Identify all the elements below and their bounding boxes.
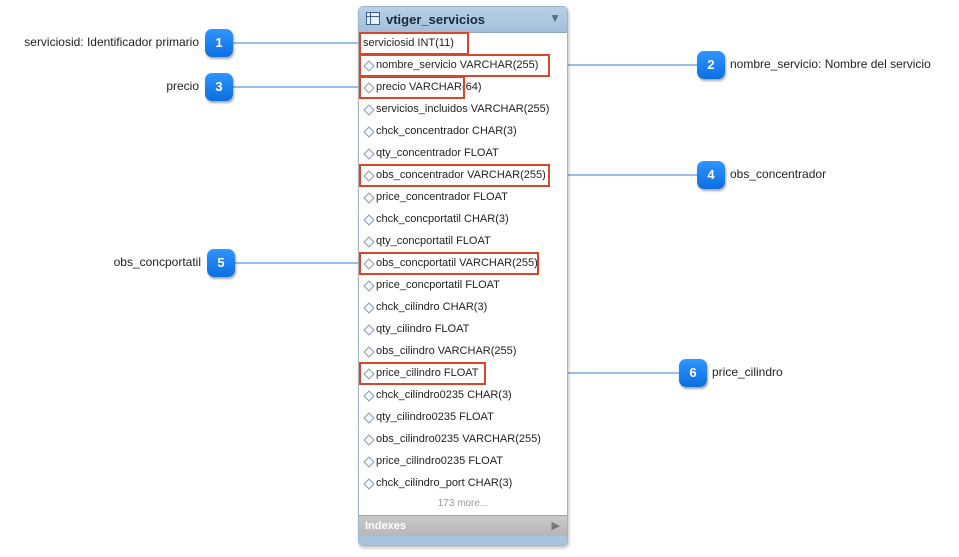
column-diamond-icon [363, 412, 375, 424]
highlight-box [359, 76, 465, 99]
highlight-box [359, 252, 539, 275]
column-diamond-icon [363, 236, 375, 248]
column-row[interactable]: nombre_servicio VARCHAR(255) [359, 55, 567, 77]
column-label: precio VARCHAR(64) [376, 81, 482, 93]
column-label: qty_concentrador FLOAT [376, 147, 499, 159]
callout-text: obs_concportatil [113, 255, 201, 269]
column-diamond-icon [363, 104, 375, 116]
column-row[interactable]: price_concportatil FLOAT [359, 275, 567, 297]
column-row[interactable]: price_cilindro0235 FLOAT [359, 451, 567, 473]
callout-number-badge: 2 [697, 51, 725, 79]
column-row[interactable]: servicios_incluidos VARCHAR(255) [359, 99, 567, 121]
column-diamond-icon [363, 324, 375, 336]
column-diamond-icon [363, 192, 375, 204]
column-row[interactable]: qty_concportatil FLOAT [359, 231, 567, 253]
callout-number-badge: 3 [205, 73, 233, 101]
column-row[interactable]: precio VARCHAR(64) [359, 77, 567, 99]
column-row[interactable]: obs_concportatil VARCHAR(255) [359, 253, 567, 275]
column-row[interactable]: chck_cilindro0235 CHAR(3) [359, 385, 567, 407]
column-label: price_concentrador FLOAT [376, 191, 508, 203]
table-header[interactable]: vtiger_servicios ▼ [359, 7, 567, 33]
callout-text: obs_concentrador [730, 167, 827, 181]
column-label: servicios_incluidos VARCHAR(255) [376, 103, 550, 115]
column-row[interactable]: obs_cilindro0235 VARCHAR(255) [359, 429, 567, 451]
column-row[interactable]: qty_cilindro0235 FLOAT [359, 407, 567, 429]
highlight-box [359, 32, 469, 55]
column-diamond-icon [363, 346, 375, 358]
column-diamond-icon [363, 148, 375, 160]
callout-number-badge: 5 [207, 249, 235, 277]
column-row[interactable]: obs_cilindro VARCHAR(255) [359, 341, 567, 363]
table-vtiger-servicios[interactable]: vtiger_servicios ▼ serviciosid INT(11) no… [358, 6, 568, 546]
column-label: qty_cilindro FLOAT [376, 323, 470, 335]
highlight-box [359, 54, 550, 77]
column-label: obs_cilindro0235 VARCHAR(255) [376, 433, 541, 445]
column-label: chck_cilindro_port CHAR(3) [376, 477, 513, 489]
column-diamond-icon [363, 456, 375, 468]
column-label: qty_concportatil FLOAT [376, 235, 491, 247]
column-row[interactable]: qty_concentrador FLOAT [359, 143, 567, 165]
column-row[interactable]: obs_concentrador VARCHAR(255) [359, 165, 567, 187]
column-label: chck_cilindro CHAR(3) [376, 301, 488, 313]
column-row[interactable]: qty_cilindro FLOAT [359, 319, 567, 341]
table-footer [359, 536, 567, 545]
column-label: price_cilindro0235 FLOAT [376, 455, 503, 467]
more-columns-label[interactable]: 173 more... [437, 498, 489, 509]
column-label: price_cilindro FLOAT [376, 367, 479, 379]
column-label: obs_concentrador VARCHAR(255) [376, 169, 546, 181]
column-label: obs_cilindro VARCHAR(255) [376, 345, 517, 357]
callout-text: price_cilindro [712, 365, 783, 379]
column-label: price_concportatil FLOAT [376, 279, 500, 291]
column-row[interactable]: chck_cilindro_port CHAR(3) [359, 473, 567, 495]
table-title: vtiger_servicios [386, 12, 486, 27]
column-diamond-icon [363, 390, 375, 402]
column-label: nombre_servicio VARCHAR(255) [376, 59, 539, 71]
column-label: serviciosid INT(11) [363, 37, 454, 49]
collapse-triangle-icon[interactable]: ▼ [549, 11, 561, 25]
column-label: obs_concportatil VARCHAR(255) [376, 257, 538, 269]
indexes-section[interactable]: Indexes ▶ [359, 515, 567, 537]
column-diamond-icon [363, 478, 375, 490]
callout-number-badge: 1 [205, 29, 233, 57]
table-icon [366, 12, 380, 25]
column-diamond-icon [363, 434, 375, 446]
indexes-label: Indexes [365, 520, 406, 532]
column-row[interactable]: chck_cilindro CHAR(3) [359, 297, 567, 319]
highlight-box [359, 164, 550, 187]
callout-text: serviciosid: Identificador primario [24, 35, 199, 49]
callout-number-badge: 4 [697, 161, 725, 189]
expand-triangle-icon[interactable]: ▶ [551, 520, 560, 532]
column-label: chck_cilindro0235 CHAR(3) [376, 389, 512, 401]
callout-text: precio [166, 79, 199, 93]
column-diamond-icon [363, 126, 375, 138]
column-label: chck_concentrador CHAR(3) [376, 125, 517, 137]
column-row[interactable]: price_cilindro FLOAT [359, 363, 567, 385]
column-diamond-icon [363, 302, 375, 314]
highlight-box [359, 362, 486, 385]
column-row[interactable]: chck_concentrador CHAR(3) [359, 121, 567, 143]
column-diamond-icon [363, 280, 375, 292]
callout-number-badge: 6 [679, 359, 707, 387]
column-row[interactable]: price_concentrador FLOAT [359, 187, 567, 209]
callout-text: nombre_servicio: Nombre del servicio [730, 57, 931, 71]
column-row[interactable]: serviciosid INT(11) [359, 33, 567, 55]
column-diamond-icon [363, 214, 375, 226]
column-row[interactable]: chck_concportatil CHAR(3) [359, 209, 567, 231]
column-label: chck_concportatil CHAR(3) [376, 213, 509, 225]
column-label: qty_cilindro0235 FLOAT [376, 411, 494, 423]
